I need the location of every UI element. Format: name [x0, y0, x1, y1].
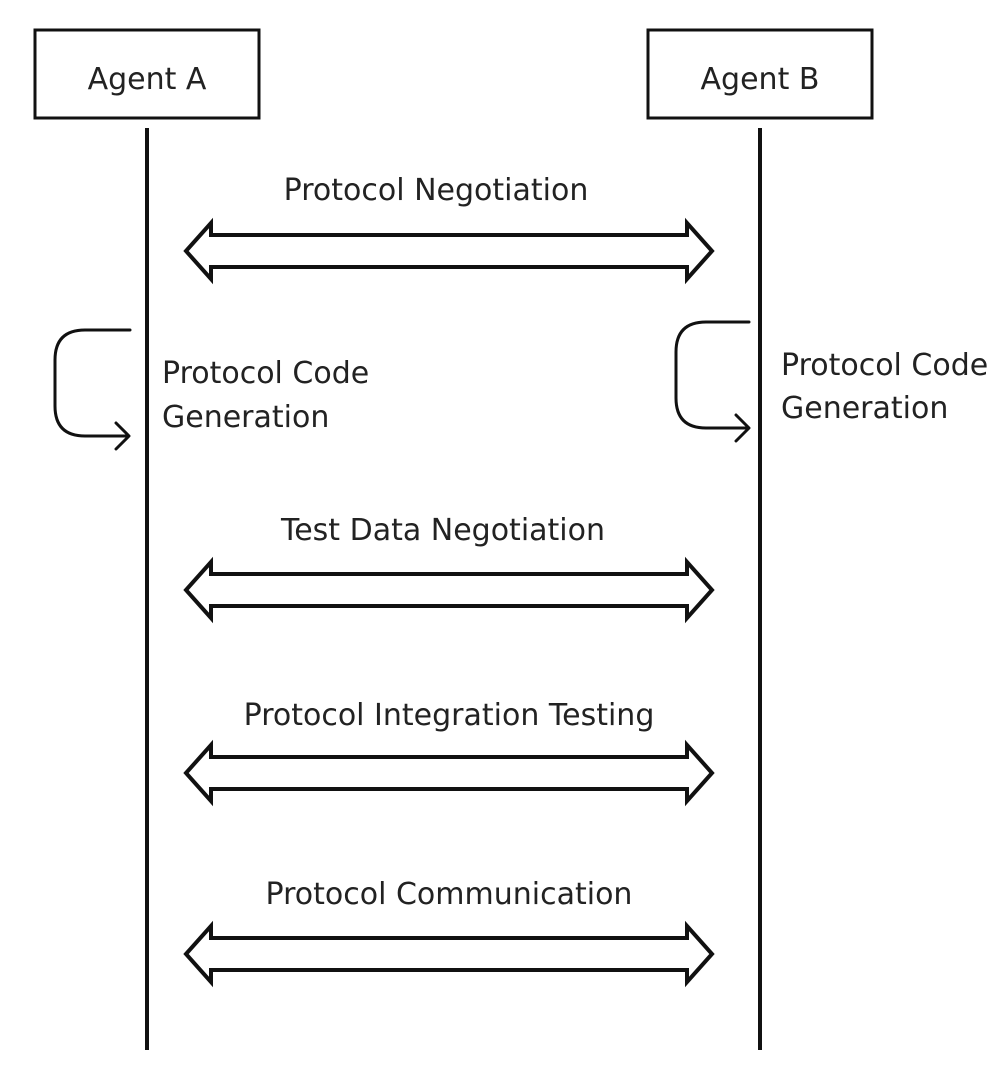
actor-box-agent-b: [646, 28, 874, 120]
self-action-label-line1: Protocol Code: [781, 348, 988, 383]
self-action-label-line1: Protocol Code: [162, 356, 369, 391]
self-action-label-line2: Generation: [162, 400, 329, 435]
self-action-code-gen-a: Protocol Code Generation: [53, 328, 369, 451]
message-label: Protocol Integration Testing: [244, 698, 655, 733]
double-arrow: [183, 556, 715, 624]
message-protocol-communication: Protocol Communication: [183, 877, 715, 988]
message-test-data-negotiation: Test Data Negotiation: [183, 513, 715, 624]
double-arrow: [183, 739, 715, 807]
actor-label-agent-b: Agent B: [701, 62, 820, 97]
message-label: Protocol Communication: [266, 877, 633, 912]
self-action-label-line2: Generation: [781, 391, 948, 426]
message-protocol-integration-testing: Protocol Integration Testing: [183, 698, 715, 807]
self-loop-arrow: [674, 320, 751, 443]
message-label: Protocol Negotiation: [284, 173, 589, 208]
actor-label-agent-a: Agent A: [88, 62, 207, 97]
double-arrow: [183, 217, 715, 285]
self-loop-arrow: [53, 328, 132, 451]
actor-agent-b: Agent B: [646, 28, 874, 120]
actor-box-agent-a: [33, 28, 261, 120]
actor-agent-a: Agent A: [33, 28, 261, 120]
message-protocol-negotiation: Protocol Negotiation: [183, 173, 715, 285]
double-arrow: [183, 920, 715, 988]
message-label: Test Data Negotiation: [280, 513, 605, 548]
self-action-code-gen-b: Protocol Code Generation: [674, 320, 988, 443]
